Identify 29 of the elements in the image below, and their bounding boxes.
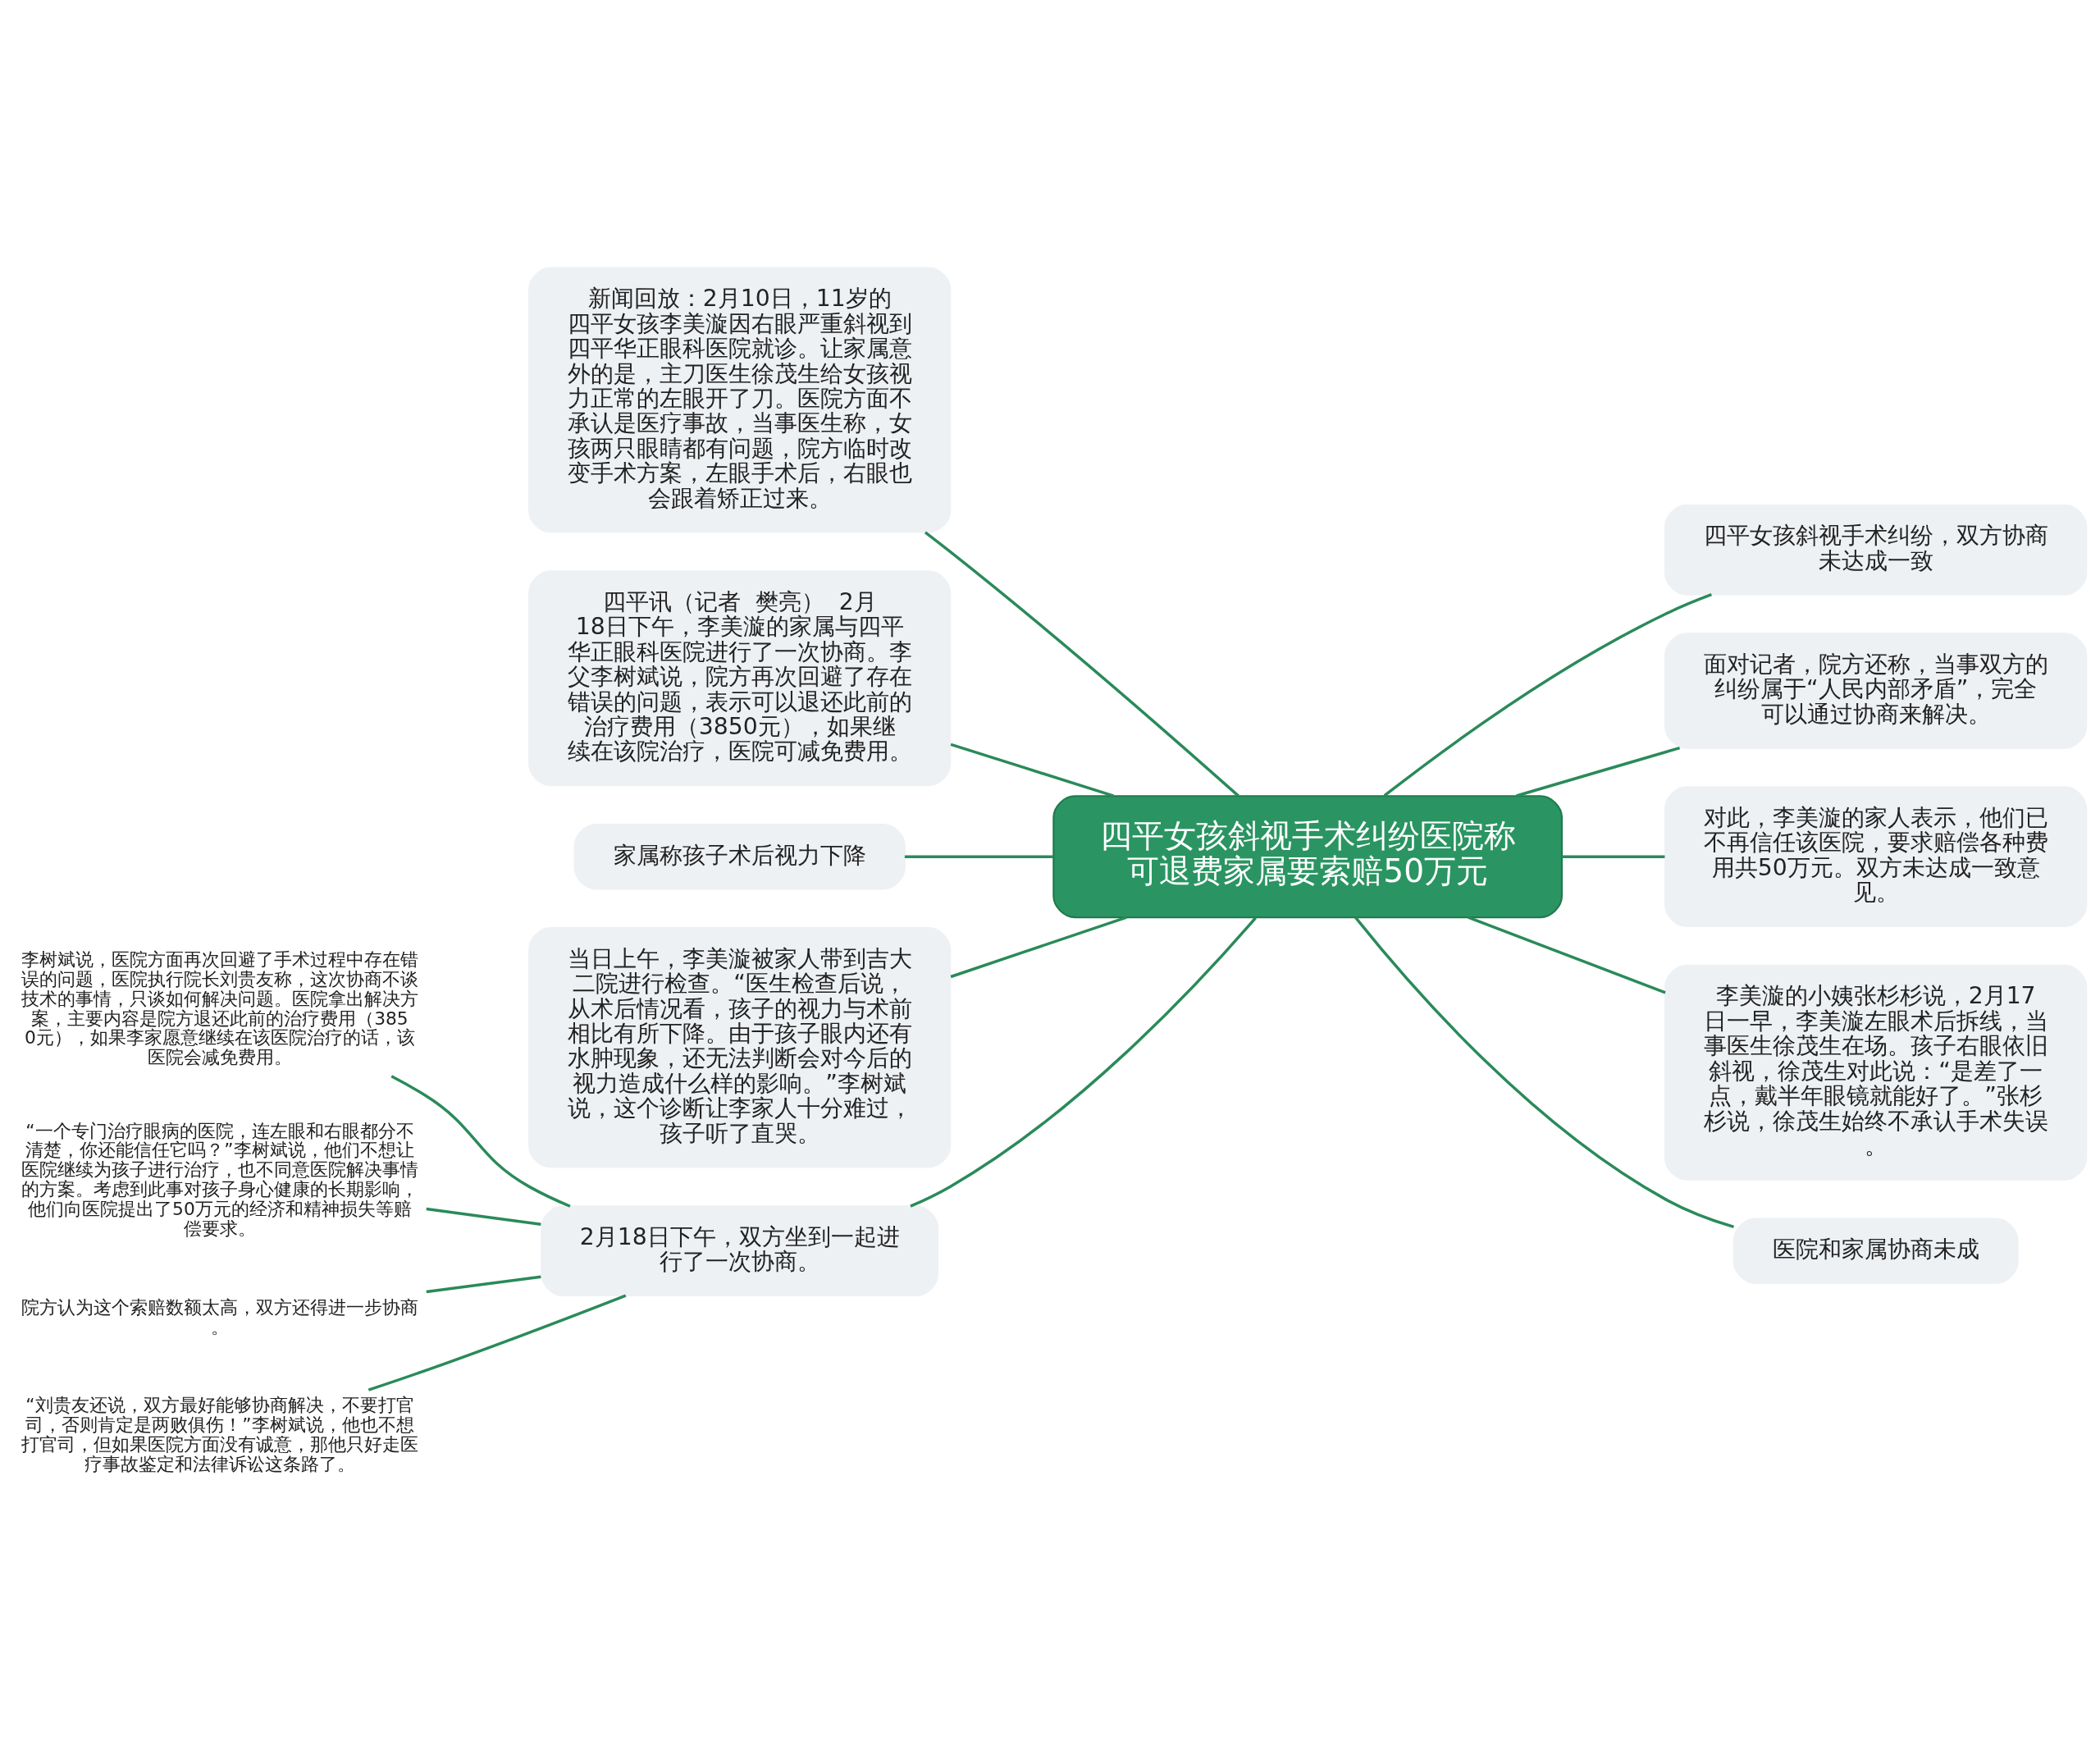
connector (904, 854, 1053, 858)
node-box: 医院和家属协商未成 (1732, 1217, 2019, 1284)
connector (1354, 916, 1734, 1228)
node-box: 家属称孩子术后视力下降 (573, 823, 906, 889)
node-box: 新闻回放：2月10日，11岁的四平女孩李美漩因右眼严重斜视到四平华正眼科医院就诊。让家属意外的是，主刀医生徐茂生给女孩视力正常的左眼开了刀。医院方面不承认是医疗事故，当事医生称，女孩两只眼睛都有问题，院方临时改变手术方案，左眼手术后，右眼也会跟着矫正过来。 (528, 267, 952, 533)
connector (950, 742, 1115, 797)
connector (426, 1274, 541, 1293)
connector (1516, 746, 1681, 797)
connector (390, 1074, 571, 1208)
node-text: 李树斌说，医院方面再次回避了手术过程中存在错误的问题，医院执行院长刘贵友称，这次协商不谈技术的事情，只谈如何解决问题。医院拿出解决方案，主要内容是院方退还此前的治疗费用（3850元），如果李家愿意继续在该医院治疗的话，该医院会减免费用。 (21, 948, 418, 1067)
connector (1468, 916, 1666, 994)
node-box: 李美漩的小姨张杉杉说，2月17日一早，李美漩左眼术后拆线，当事医生徐茂生在场。孩子右眼依旧斜视，徐茂生对此说：“是差了一点，戴半年眼镜就能好了。”张杉杉说，徐茂生始终不承认手术失误。 (1664, 964, 2088, 1181)
connector (924, 530, 1239, 797)
node-text: 院方认为这个索赔数额太高，双方还得进一步协商。 (21, 1296, 418, 1337)
node-box: 四平女孩斜视手术纠纷医院称可退费家属要索赔50万元 (1052, 794, 1564, 918)
node-text: “刘贵友还说，双方最好能够协商解决，不要打官司，否则肯定是两败俱伤！”李树斌说，他也不想打官司，但如果医院方面没有诚意，那他只好走医疗事故鉴定和法律诉讼这条路了。 (21, 1394, 418, 1474)
connector (426, 1207, 541, 1226)
connector (1562, 854, 1665, 858)
node-box: 对此，李美漩的家人表示，他们已不再信任该医院，要求赔偿各种费用共50万元。双方未达成一致意见。 (1664, 785, 2088, 927)
connector (910, 916, 1257, 1208)
node-box: 四平女孩斜视手术纠纷，双方协商未达成一致 (1664, 504, 2088, 596)
node-box: 面对记者，院方还称，当事双方的纠纷属于“人民内部矛盾”，完全可以通过协商来解决。 (1664, 632, 2088, 749)
node-box: 2月18日下午，双方坐到一起进行了一次协商。 (541, 1204, 939, 1296)
node-box: 当日上午，李美漩被家人带到吉大二院进行检查。“医生检查后说，从术后情况看，孩子的视力与术前相比有所下降。由于孩子眼内还有水肿现象，还无法判断会对今后的视力造成什么样的影响。”李树斌说，这个诊断让李家人十分难过，孩子听了直哭。 (528, 926, 952, 1168)
connector (950, 915, 1127, 978)
node-text: “一个专门治疗眼病的医院，连左眼和右眼都分不清楚，你还能信任它吗？”李树斌说，他们不想让医院继续为孩子进行治疗，也不同意医院解决事情的方案。考虑到此事对孩子身心健康的长期影响，他们向医院提出了50万元的经济和精神损失等赔偿要求。 (21, 1120, 418, 1239)
node-box: 四平讯（记者 樊亮） 2月18日下午，李美漩的家属与四平华正眼科医院进行了一次协商。李父李树斌说，院方再次回避了存在错误的问题，表示可以退还此前的治疗费用（3850元），如果继续在该院治疗，医院可减免费用。 (528, 569, 952, 786)
connector (1383, 592, 1712, 797)
connector (368, 1293, 627, 1391)
